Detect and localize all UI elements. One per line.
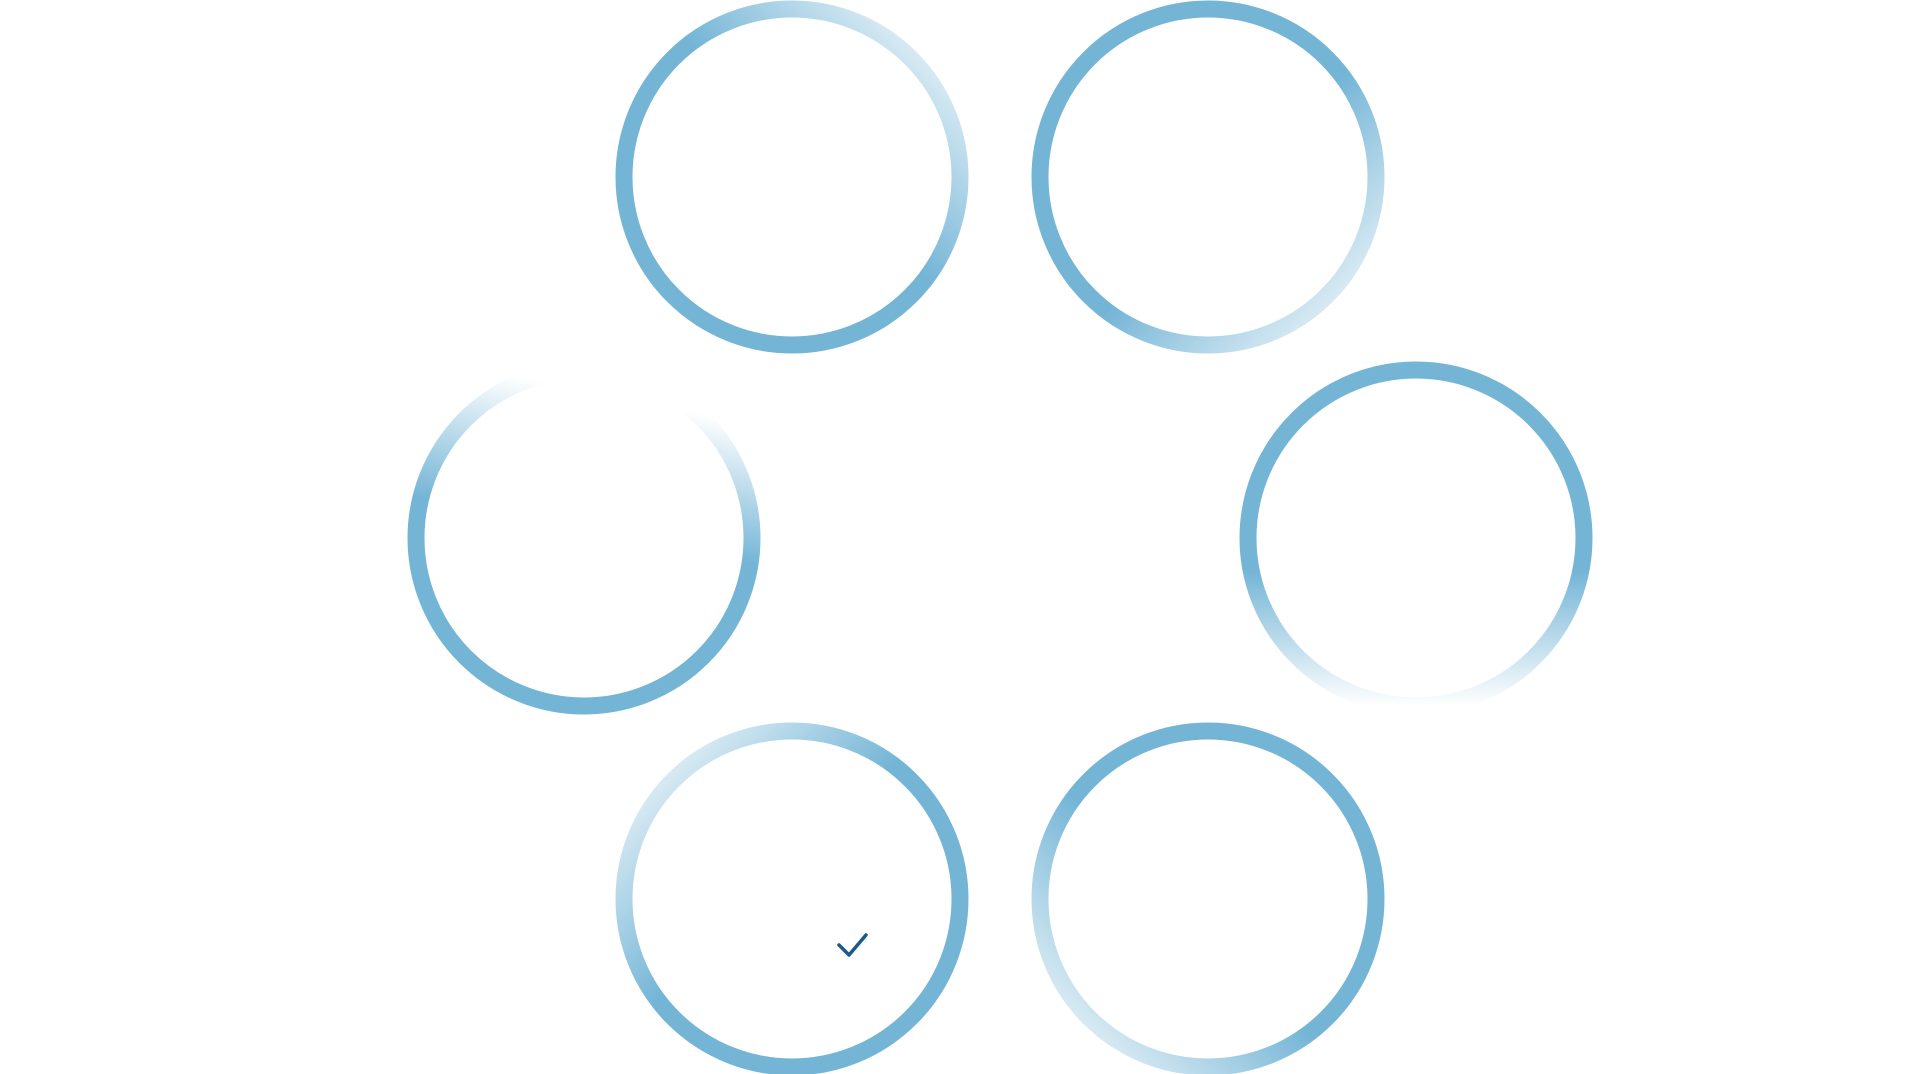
spinner-ring-bottom-left: [615, 722, 969, 1074]
spinner-ring-top-left: [615, 0, 969, 354]
check-icon: [837, 933, 868, 957]
spinner-ring-middle-left: [407, 361, 761, 715]
spinner-ring-middle-right: [1239, 361, 1593, 715]
spinner-ring-top-right: [1031, 0, 1385, 354]
spinner-ring-bottom-right: [1031, 722, 1385, 1074]
